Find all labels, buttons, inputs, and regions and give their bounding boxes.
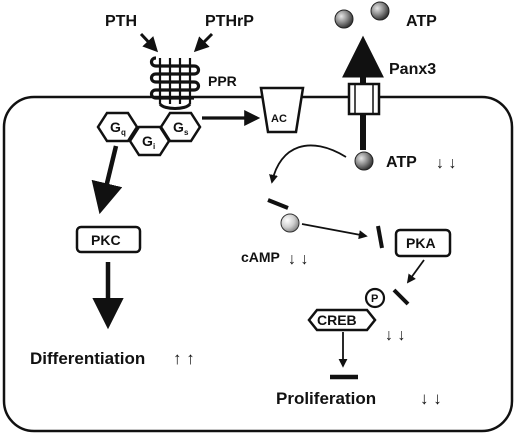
pka-to-creb-arrow bbox=[406, 259, 425, 284]
camp-sphere bbox=[280, 213, 300, 233]
atp-intracellular-label: ATP bbox=[386, 154, 417, 171]
atp-sphere bbox=[354, 151, 374, 171]
inhibition-bar bbox=[392, 288, 410, 306]
atp-to-camp-arrow bbox=[269, 144, 347, 184]
svg-text:PKC: PKC bbox=[91, 232, 121, 248]
pthrp-label: PTHrP bbox=[205, 13, 254, 30]
proliferation-decrease-arrows: ↓ ↓ bbox=[420, 389, 442, 408]
gq-protein: G q bbox=[96, 111, 139, 143]
svg-text:s: s bbox=[184, 128, 189, 137]
gq-to-pkc-arrow bbox=[91, 145, 123, 215]
svg-text:P: P bbox=[371, 293, 378, 305]
svg-text:i: i bbox=[153, 142, 155, 151]
camp-label: cAMP bbox=[241, 249, 280, 265]
atp-extracellular-label: ATP bbox=[406, 13, 437, 30]
differentiation-increase-arrows: ↑ ↑ bbox=[173, 349, 195, 368]
gs-protein: G s bbox=[159, 111, 202, 143]
pthrp-arrow bbox=[193, 32, 214, 53]
svg-text:q: q bbox=[121, 128, 126, 137]
pka-box: PKA bbox=[394, 228, 452, 258]
panx3-channel bbox=[347, 82, 381, 150]
camp-decrease-arrows: ↓ ↓ bbox=[288, 251, 308, 268]
phosphate-badge: P bbox=[364, 287, 386, 309]
inhibition-bar bbox=[376, 225, 384, 249]
proliferation-label: Proliferation bbox=[276, 389, 376, 408]
atp-sphere bbox=[334, 9, 354, 29]
camp-to-pka-arrow bbox=[301, 223, 368, 240]
svg-text:G: G bbox=[110, 119, 121, 135]
panx3-label: Panx3 bbox=[389, 61, 436, 78]
atp-sphere bbox=[370, 1, 390, 21]
creb-box: CREB bbox=[307, 308, 377, 332]
svg-text:G: G bbox=[142, 133, 153, 149]
svg-text:G: G bbox=[173, 119, 184, 135]
svg-text:CREB: CREB bbox=[317, 312, 357, 328]
ppr-receptor bbox=[149, 56, 201, 110]
creb-decrease-arrows: ↓ ↓ bbox=[385, 327, 405, 344]
adenylyl-cyclase: AC bbox=[259, 86, 305, 134]
ppr-label: PPR bbox=[208, 73, 237, 89]
pth-label: PTH bbox=[105, 13, 137, 30]
svg-text:AC: AC bbox=[271, 113, 287, 125]
inhibition-bar bbox=[267, 198, 289, 210]
atp-decrease-arrows: ↓ ↓ bbox=[436, 155, 456, 172]
pkc-box: PKC bbox=[75, 225, 142, 254]
svg-text:PKA: PKA bbox=[406, 235, 436, 251]
pth-arrow bbox=[139, 32, 159, 53]
cell-membrane bbox=[2, 95, 514, 433]
differentiation-label: Differentiation bbox=[30, 349, 145, 368]
